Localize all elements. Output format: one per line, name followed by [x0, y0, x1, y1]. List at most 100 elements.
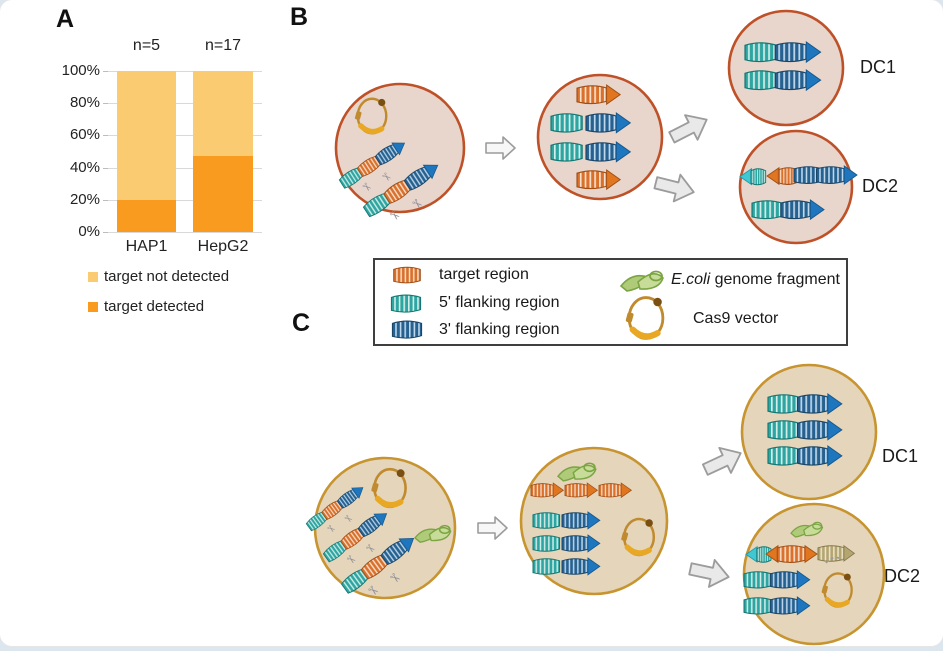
- y-axis-tick-label: 40%: [69, 158, 100, 176]
- panel-b-dc1-cell: [727, 9, 845, 127]
- panel-b-diagram: [334, 9, 857, 245]
- target-region-icon: [393, 266, 421, 284]
- panel-b-cell-fragments: [536, 73, 664, 201]
- process-arrow-icon: [664, 106, 714, 151]
- ecoli-fragment-icon: [414, 524, 452, 543]
- x-axis-category-label: HAP1: [125, 238, 168, 255]
- chart-gridline: [108, 232, 262, 233]
- ecoli-fragment-icon: [790, 521, 824, 538]
- chart-gridline: [108, 167, 262, 169]
- legend-cas9-label: Cas9 vector: [693, 310, 779, 327]
- legend-swatch: [88, 301, 98, 312]
- cas9-vector-icon: [621, 519, 654, 555]
- process-arrow-icon: [485, 136, 516, 160]
- figure-legend-box: target region 5' flanking region 3' flan…: [373, 258, 848, 346]
- chart-tickmark: [103, 167, 108, 169]
- bar-n-label: n=5: [132, 37, 161, 54]
- target-fragment-arrow-icon: [531, 483, 563, 497]
- joined-flank-arrow-icon: [768, 420, 842, 440]
- inverted-flank5-arrow-icon: [746, 547, 771, 563]
- chart-gridline: [108, 103, 262, 105]
- panel-a-label: A: [56, 5, 75, 33]
- integration-dashes: [825, 556, 844, 564]
- dna-construct-icon: [340, 532, 430, 611]
- panel-c-diagram: [305, 363, 886, 646]
- flank5-fragment-icon: [532, 512, 561, 529]
- x-axis-category-label: HepG2: [197, 238, 249, 255]
- five-prime-flank-icon: [390, 294, 422, 313]
- process-arrow-icon: [651, 168, 699, 207]
- cas9-vector-icon: [371, 469, 406, 507]
- flank3-fragment-arrow-icon: [562, 512, 600, 529]
- bar-segment-target-detected: [193, 156, 253, 232]
- flank3-fragment-arrow-icon: [794, 166, 857, 184]
- panel-c-cell-initial: [313, 456, 457, 600]
- y-axis-tick-label: 20%: [69, 190, 100, 208]
- legend-series-label: target detected: [104, 298, 205, 315]
- chart-gridline: [108, 135, 262, 137]
- dna-construct-icon: [305, 483, 376, 546]
- bar-segment-target-not-detected: [193, 71, 253, 157]
- chart-tickmark: [103, 199, 108, 201]
- chart-tickmark: [103, 232, 108, 233]
- process-arrow-icon: [698, 439, 748, 484]
- bar-segment-target-not-detected: [117, 71, 176, 200]
- panel-c-dc2-cell: [742, 502, 886, 646]
- inverted-flank5-arrow-icon: [740, 169, 766, 185]
- joined-flank-arrow-icon: [768, 446, 842, 466]
- legend-ecoli-rest: genome fragment: [710, 271, 840, 288]
- panel-c-cell-fragments: [519, 446, 669, 596]
- flank3-fragment-arrow-icon: [586, 142, 630, 162]
- chart-tickmark: [103, 135, 108, 137]
- chart-legend-item: target not detected: [88, 268, 229, 285]
- legend-flank5-label: 5' flanking region: [439, 294, 560, 311]
- target-fragment-arrow-icon: [577, 85, 620, 104]
- process-arrow-icon: [477, 516, 508, 540]
- panel-b-cell-initial: [334, 82, 466, 214]
- panel-b-label: B: [290, 3, 309, 31]
- flank5-fragment-icon: [550, 142, 583, 162]
- flank5-fragment-icon: [532, 558, 561, 575]
- chart-legend-item: target detected: [88, 298, 204, 315]
- inverted-target-arrow-icon: [767, 168, 798, 185]
- cas9-vector-icon: [355, 99, 387, 134]
- panel-c-dc1-text: DC1: [882, 446, 919, 466]
- chart-gridline: [108, 199, 262, 201]
- chart-tickmark: [103, 71, 108, 72]
- joined-flank-arrow-icon: [752, 200, 824, 219]
- flank5-fragment-icon: [550, 113, 583, 133]
- dna-construct-icon: [362, 159, 453, 236]
- target-fragment-arrow-icon: [599, 483, 631, 497]
- flank3-fragment-arrow-icon: [586, 113, 630, 133]
- panel-c-dc2-text: DC2: [884, 566, 921, 586]
- cas9-vector-icon: [625, 294, 667, 342]
- chart-tickmark: [103, 103, 108, 105]
- panel-b-dc2-cell: [738, 129, 854, 245]
- joined-flank-arrow-icon: [745, 42, 821, 62]
- dna-construct-icon: [338, 137, 418, 204]
- ecoli-fragment-icon: [620, 270, 664, 292]
- process-arrow-icon: [686, 554, 733, 592]
- three-prime-flank-icon: [391, 320, 423, 339]
- y-axis-tick-label: 0%: [78, 223, 100, 240]
- panel-b-dc1-text: DC1: [860, 57, 897, 77]
- joined-flank-arrow-icon: [768, 394, 842, 414]
- bar-segment-target-detected: [117, 199, 176, 232]
- ecoli-fragment-icon: [557, 462, 597, 482]
- panel-b-dc2-text: DC2: [862, 176, 899, 196]
- panel-c-dc1-cell: [740, 363, 878, 501]
- joined-flank-arrow-icon: [744, 597, 810, 615]
- dna-construct-icon: [322, 508, 401, 578]
- cas9-vector-icon: [821, 573, 851, 606]
- khaki-fragment-arrow-icon: [818, 546, 854, 562]
- joined-flank-arrow-icon: [745, 70, 821, 90]
- inverted-target-arrow-icon: [766, 546, 817, 563]
- target-fragment-arrow-icon: [577, 170, 620, 189]
- panel-c-label: C: [292, 309, 311, 337]
- joined-flank-arrow-icon: [744, 571, 810, 589]
- legend-series-label: target not detected: [104, 268, 230, 285]
- target-fragment-arrow-icon: [565, 483, 597, 497]
